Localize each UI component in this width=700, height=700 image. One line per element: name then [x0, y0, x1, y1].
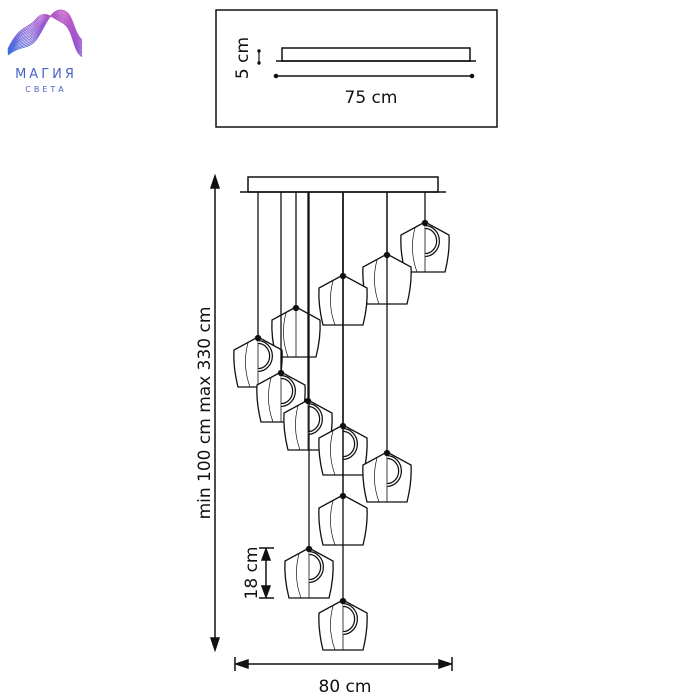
- canopy-width-label: 75 cm: [345, 88, 398, 108]
- height-dimension-line: [209, 173, 221, 653]
- logo-wave: [7, 15, 83, 52]
- pendant-shade: [233, 192, 283, 388]
- shade-height-dimension: [259, 546, 274, 600]
- width-dimension-line: [233, 657, 454, 671]
- pendant-shade: [318, 192, 368, 651]
- shade-height-label: 18 cm: [242, 547, 262, 600]
- total-width-label: 80 cm: [319, 677, 372, 697]
- canopy-height-label: 5 cm: [233, 37, 253, 79]
- ceiling-canopy: [240, 176, 446, 193]
- logo-wave: [7, 13, 83, 57]
- pendant-shades: [233, 192, 450, 651]
- canopy-side-view: [215, 9, 498, 128]
- pendant-shade: [400, 192, 450, 273]
- logo-wave: [7, 15, 83, 52]
- logo-wave: [7, 15, 83, 52]
- brand-logo: [7, 9, 83, 57]
- pendant-shade: [284, 192, 334, 599]
- logo-title: МАГИЯ: [15, 67, 77, 82]
- pendant-shade: [271, 192, 321, 358]
- logo-subtitle: СВЕТА: [25, 85, 67, 94]
- pendant-shade: [362, 192, 412, 503]
- logo-wave: [7, 15, 83, 54]
- height-range-label: min 100 cm max 330 cm: [195, 307, 215, 520]
